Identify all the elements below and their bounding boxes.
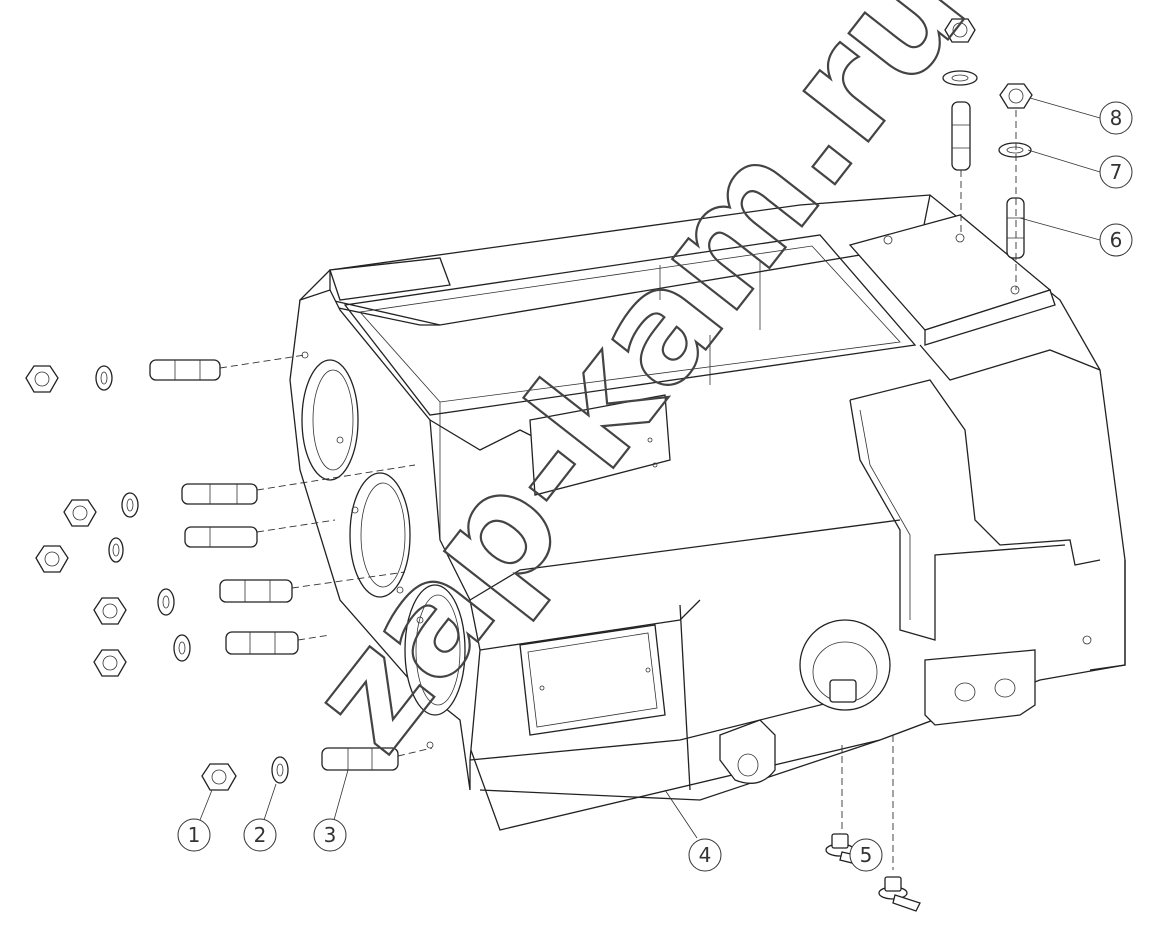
callout-number: 7 xyxy=(1110,160,1123,184)
callout-1: 1 xyxy=(177,818,211,852)
drain-plug xyxy=(878,876,921,912)
callout-number: 6 xyxy=(1110,228,1123,252)
fastener-row xyxy=(35,519,336,573)
fastener-row xyxy=(93,571,406,625)
fastener-row xyxy=(25,354,306,393)
front-fastener-sets xyxy=(25,354,433,791)
callout-number: 3 xyxy=(324,823,337,847)
callout-6: 6 xyxy=(1099,223,1133,257)
callout-number: 8 xyxy=(1110,106,1123,130)
callout-number: 5 xyxy=(860,843,873,867)
gearbox-housing xyxy=(289,194,1126,831)
callout-8: 8 xyxy=(1099,101,1133,135)
fastener-row xyxy=(93,631,331,677)
drain-plugs xyxy=(825,735,921,912)
callout-7: 7 xyxy=(1099,155,1133,189)
callout-3: 3 xyxy=(313,818,347,852)
fastener-row xyxy=(201,747,433,791)
callout-number: 1 xyxy=(188,823,201,847)
callout-4: 4 xyxy=(688,838,722,872)
leader-lines xyxy=(199,97,1101,859)
callout-number: 4 xyxy=(699,843,712,867)
callout-2: 2 xyxy=(243,818,277,852)
fastener-row xyxy=(63,464,416,527)
callout-5: 5 xyxy=(849,838,883,872)
top-fastener-sets xyxy=(942,18,1033,290)
callout-number: 2 xyxy=(254,823,267,847)
